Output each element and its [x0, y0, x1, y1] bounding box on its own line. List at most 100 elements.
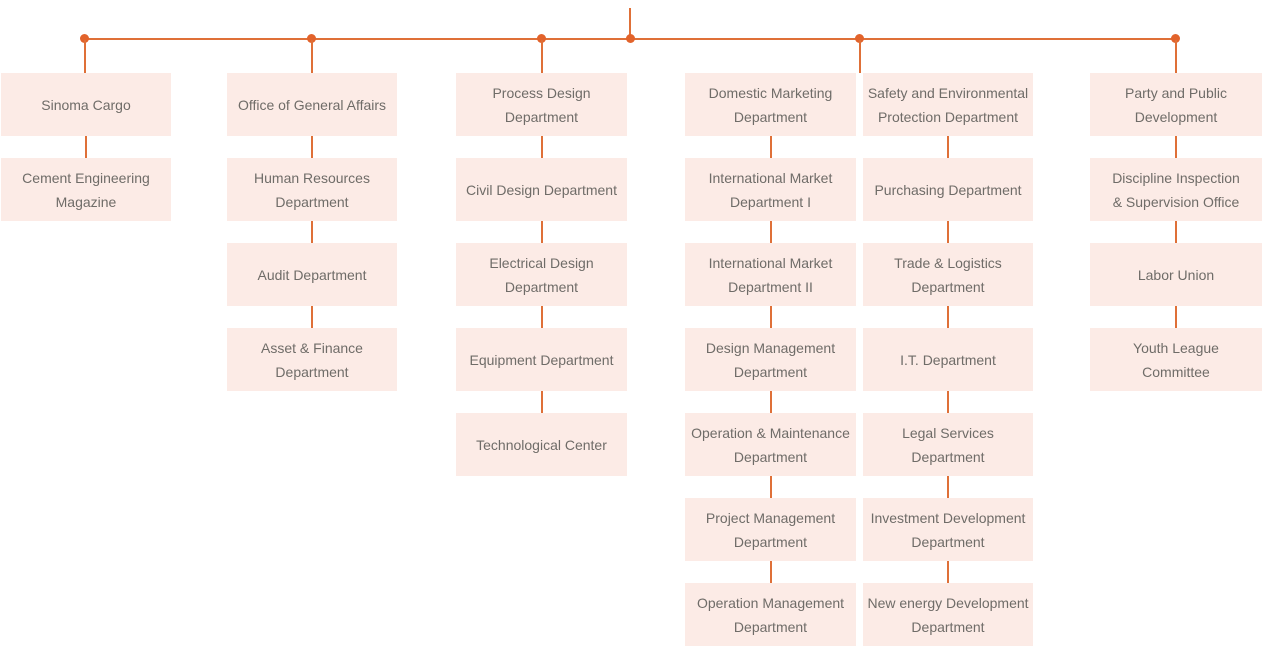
org-node-label-line: Department [275, 363, 349, 380]
connector-line [1175, 306, 1177, 328]
org-node-label-line: Operation & Maintenance [691, 424, 850, 441]
connector-line [85, 136, 87, 158]
org-node-label-line: Domestic Marketing [708, 84, 833, 101]
org-node-label-line: Legal Services [902, 424, 994, 441]
org-node: Discipline Inspection & Supervision Offi… [1090, 158, 1262, 221]
org-node-label-line: Department [733, 618, 808, 635]
org-node-label-line: Department [733, 363, 808, 380]
connector-line [769, 136, 772, 158]
branch-drop-line [859, 40, 861, 73]
org-node: Design Management Department [685, 328, 856, 391]
org-column-1: Sinoma Cargo Cement Engineering Magazine [1, 73, 171, 221]
org-node: Youth League Committee [1090, 328, 1262, 391]
org-node-label-line: Department [911, 278, 985, 295]
org-node-label-line: Magazine [55, 193, 117, 210]
org-node-label-line: Technological Center [476, 436, 607, 453]
connector-line [947, 136, 949, 158]
connector-line [311, 306, 313, 328]
org-node-label-line: Project Management [705, 509, 836, 526]
org-node: Technological Center [456, 413, 627, 476]
org-node-label-line: Department [733, 108, 808, 125]
org-node-label-line: Department [911, 448, 985, 465]
org-node: Civil Design Department [456, 158, 627, 221]
connector-line [540, 306, 543, 328]
connector-line [540, 136, 543, 158]
connector-line [540, 391, 543, 413]
org-node-label-line: Equipment Department [469, 351, 614, 368]
connector-line [1175, 221, 1177, 243]
connector-line [769, 476, 772, 498]
org-node-label-line: Department [733, 448, 808, 465]
org-node: Project Management Department [685, 498, 856, 561]
branch-dot [307, 34, 316, 43]
connector-line [769, 221, 772, 243]
org-node-label-line: Protection Department [877, 108, 1019, 125]
org-node: Equipment Department [456, 328, 627, 391]
branch-drop-line [1175, 40, 1177, 73]
org-node-label-line: Discipline Inspection [1112, 169, 1240, 186]
root-connector-line [629, 8, 631, 38]
connector-line [769, 391, 772, 413]
branch-dot [1171, 34, 1180, 43]
org-node-label-line: International Market [708, 169, 833, 186]
org-node: Labor Union [1090, 243, 1262, 306]
org-node-label-line: New energy Development [867, 594, 1029, 611]
connector-line [947, 561, 949, 583]
org-node: International Market Department I [685, 158, 856, 221]
branch-dot [855, 34, 864, 43]
org-node: International Market Department II [685, 243, 856, 306]
branch-drop-line [541, 40, 543, 73]
org-node-label-line: Investment Development [870, 509, 1026, 526]
org-node-label-line: Department I [730, 193, 811, 210]
org-node-label-line: Cement Engineering [22, 169, 150, 186]
org-node-label-line: Party and Public [1125, 84, 1227, 101]
connector-line [540, 221, 543, 243]
org-column-4: Domestic Marketing Department Internatio… [685, 73, 856, 646]
org-node: Office of General Affairs [227, 73, 397, 136]
org-node-label-line: Design Management [705, 339, 836, 356]
branch-dot [537, 34, 546, 43]
org-column-6: Party and Public Development Discipline … [1090, 73, 1262, 391]
org-node-label-line: Process Design [492, 84, 591, 101]
branch-dot [80, 34, 89, 43]
org-column-2: Office of General Affairs Human Resource… [227, 73, 397, 391]
org-node-label-line: Audit Department [257, 266, 367, 283]
org-node-label-line: I.T. Department [900, 351, 996, 368]
org-node-label-line: Civil Design Department [466, 181, 617, 198]
connector-line [947, 306, 949, 328]
org-node-label-line: Department [504, 278, 579, 295]
connector-line [947, 391, 949, 413]
org-node: I.T. Department [863, 328, 1033, 391]
org-node: Sinoma Cargo [1, 73, 171, 136]
org-node: Purchasing Department [863, 158, 1033, 221]
org-node-label-line: Asset & Finance [261, 339, 363, 356]
org-node-label-line: Sinoma Cargo [41, 96, 131, 113]
org-node-label-line: Purchasing Department [874, 181, 1022, 198]
org-node-label-line: Youth League [1133, 339, 1219, 356]
org-node: Safety and Environmental Protection Depa… [863, 73, 1033, 136]
org-column-3: Process Design Department Civil Design D… [456, 73, 627, 476]
org-node-label-line: Safety and Environmental [867, 84, 1029, 101]
connector-line [311, 136, 313, 158]
org-node-label-line: Office of General Affairs [237, 96, 387, 113]
org-node-label-line: Operation Management [696, 594, 845, 611]
org-node: Legal Services Department [863, 413, 1033, 476]
connector-line [769, 306, 772, 328]
connector-line [947, 221, 949, 243]
org-node: Cement Engineering Magazine [1, 158, 171, 221]
connector-line [311, 221, 313, 243]
org-node: Human Resources Department [227, 158, 397, 221]
branch-drop-line [84, 40, 86, 73]
branch-dot-root-junction [626, 34, 635, 43]
connector-line [947, 476, 949, 498]
org-node: New energy Development Department [863, 583, 1033, 646]
connector-line [1175, 136, 1177, 158]
org-node: Audit Department [227, 243, 397, 306]
org-node: Asset & Finance Department [227, 328, 397, 391]
org-node-label-line: Department [733, 533, 808, 550]
org-node: Electrical Design Department [456, 243, 627, 306]
org-node-label-line: International Market [708, 254, 833, 271]
org-node: Party and Public Development [1090, 73, 1262, 136]
org-node: Operation & Maintenance Department [685, 413, 856, 476]
